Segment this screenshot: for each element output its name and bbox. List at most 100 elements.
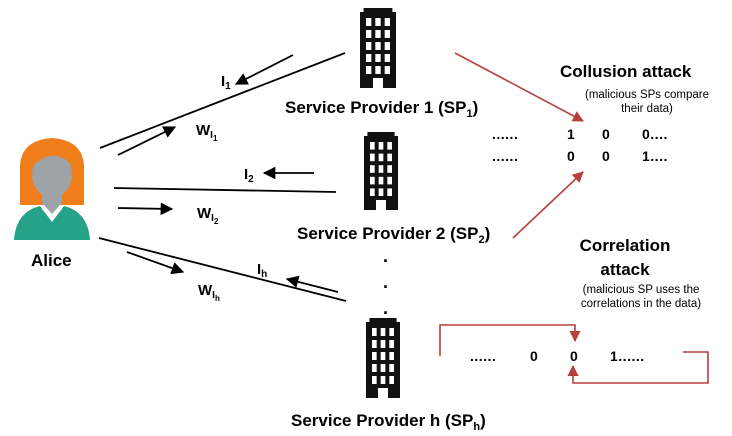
building-window <box>387 165 392 173</box>
building-window <box>370 165 375 173</box>
building-window <box>378 188 384 196</box>
response-label-sp2: I2 <box>244 166 254 185</box>
building-roof <box>367 132 395 137</box>
building-icon-sph <box>366 318 400 398</box>
collusion-arrow-sp1 <box>454 52 584 122</box>
seq-lead: ...... <box>492 126 519 142</box>
ellipsis-dot-3: . <box>383 298 389 318</box>
building-window <box>384 18 390 26</box>
sp2-label: Service Provider 2 (SP2) <box>297 224 491 246</box>
response-arrow-sph <box>285 275 339 293</box>
seq-value-a: 0 <box>530 348 539 364</box>
building-icon-sp2 <box>364 132 398 210</box>
link-line-sph <box>98 237 347 302</box>
collusion-attack-title: Collusion attack <box>560 62 692 81</box>
seq-value-b: 0 <box>602 126 611 142</box>
avatar-fringe <box>31 145 74 168</box>
building-window <box>372 364 377 372</box>
building-window <box>389 376 394 384</box>
avatar-collar <box>40 205 64 222</box>
query-arrow-sp1 <box>117 126 177 156</box>
seq-value-a: 1 <box>567 126 576 142</box>
building-door <box>373 78 383 88</box>
building-window <box>375 66 381 74</box>
building-window <box>366 42 372 50</box>
alice-label: Alice <box>31 251 72 270</box>
building-door <box>378 388 388 398</box>
response-arrow-sp1 <box>234 54 294 85</box>
building-window <box>370 153 375 162</box>
collusion-attack-desc: (malicious SPs compare their data) <box>585 89 709 115</box>
building-window <box>384 30 390 38</box>
building-window <box>366 54 372 62</box>
building-window <box>378 176 384 185</box>
correlation-arrow-left <box>439 324 581 356</box>
building-window <box>370 142 375 150</box>
correlation-row: ...... 0 0 1...... <box>470 348 644 364</box>
response-label-sp1: I1 <box>221 73 231 92</box>
alice-avatar-icon <box>14 138 90 240</box>
correlation-arrow-right <box>567 351 709 384</box>
building-window <box>387 153 392 162</box>
building-window <box>384 42 390 50</box>
building-window <box>387 188 392 196</box>
building-icon-sp1 <box>360 8 396 88</box>
query-label-sp2: WI2 <box>197 205 219 226</box>
building-window <box>378 165 384 173</box>
sph-label: Service Provider h (SPh) <box>291 411 486 433</box>
building-window <box>366 18 372 26</box>
building-window <box>384 54 390 62</box>
avatar-shirt <box>14 206 90 240</box>
building-window <box>378 153 384 162</box>
query-arrow-sph <box>126 251 185 275</box>
building-window <box>366 30 372 38</box>
correlation-attack-title: Correlation attack <box>579 236 671 279</box>
query-label-sp1: WI1 <box>196 122 218 143</box>
seq-value-c: 1...... <box>610 348 645 364</box>
seq-lead: ...... <box>492 148 519 164</box>
building-door <box>376 200 386 210</box>
response-label-sph: Ih <box>257 261 268 280</box>
building-window <box>380 328 386 336</box>
seq-value-c: 0.... <box>642 126 668 142</box>
collusion-arrow-sp2 <box>512 171 584 239</box>
building-roof <box>363 8 393 13</box>
building-window <box>387 142 392 150</box>
building-window <box>366 66 372 74</box>
building-window <box>372 376 377 384</box>
building-window <box>380 364 386 372</box>
seq-value-b: 0 <box>570 348 579 364</box>
sp1-label: Service Provider 1 (SP1) <box>285 98 479 120</box>
seq-lead: ...... <box>470 348 497 364</box>
building-window <box>372 340 377 348</box>
building-window <box>375 18 381 26</box>
link-line-sp1 <box>99 52 346 149</box>
building-window <box>375 54 381 62</box>
building-window <box>389 328 394 336</box>
query-arrow-sp2 <box>117 202 174 216</box>
building-window <box>370 176 375 185</box>
collusion-row-2: ...... 0 0 1.... <box>492 148 667 164</box>
building-window <box>372 328 377 336</box>
building-window <box>387 176 392 185</box>
seq-value-a: 0 <box>567 148 576 164</box>
seq-value-b: 0 <box>602 148 611 164</box>
building-window <box>375 30 381 38</box>
building-window <box>389 364 394 372</box>
ellipsis-dot-1: . <box>383 246 389 266</box>
seq-value-c: 1.... <box>642 148 668 164</box>
building-window <box>384 66 390 74</box>
building-window <box>370 188 375 196</box>
building-window <box>380 352 386 360</box>
collusion-row-1: ...... 1 0 0.... <box>492 126 667 142</box>
building-window <box>389 352 394 360</box>
building-window <box>378 142 384 150</box>
query-label-sph: WIh <box>198 282 220 303</box>
building-window <box>375 42 381 50</box>
ellipsis-dot-2: . <box>383 272 389 292</box>
building-roof <box>369 318 397 323</box>
building-window <box>372 352 377 360</box>
avatar-face <box>32 150 72 198</box>
